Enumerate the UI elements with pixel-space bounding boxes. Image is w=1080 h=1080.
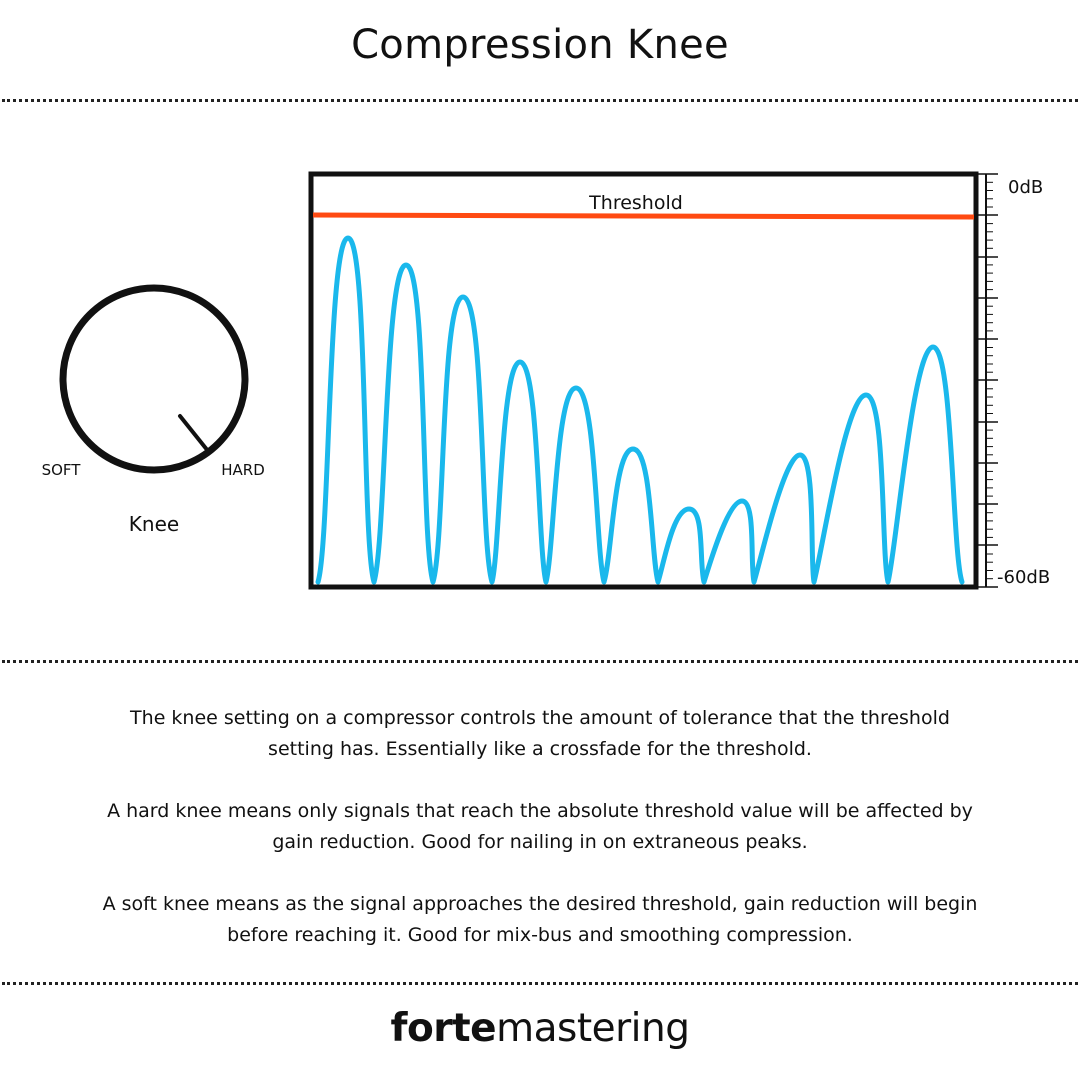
knob-label: Knee	[128, 512, 180, 536]
middle-divider	[2, 660, 1078, 663]
meter-frame	[308, 171, 979, 590]
db-scale-major-ticks	[976, 173, 998, 588]
description: The knee setting on a compressor control…	[100, 703, 980, 982]
signal-waveform	[315, 235, 965, 585]
page-title: Compression Knee	[351, 22, 729, 68]
knee-knob[interactable]	[59, 284, 249, 474]
description-paragraph: A hard knee means only signals that reac…	[107, 800, 973, 853]
db-bottom-label: -60dB	[997, 567, 1050, 588]
knob-soft-label: SOFT	[42, 461, 82, 479]
bottom-divider	[2, 982, 1078, 985]
brand-name-bold: forte	[390, 1006, 497, 1051]
brand-logo: fortemastering	[0, 1006, 1080, 1051]
knob-ring	[59, 284, 249, 474]
brand-name-light: mastering	[496, 1006, 690, 1051]
knob-pointer	[178, 414, 210, 453]
knob-hard-label: HARD	[221, 461, 265, 479]
top-divider	[2, 99, 1078, 102]
threshold-label: Threshold	[588, 192, 683, 214]
knob-min-tick	[127, 464, 143, 472]
db-scale-minor-ticks	[986, 181, 993, 580]
description-paragraph: The knee setting on a compressor control…	[130, 707, 950, 760]
db-top-label: 0dB	[1008, 177, 1043, 198]
description-paragraph: A soft knee means as the signal approach…	[102, 893, 978, 946]
threshold-line[interactable]	[312, 212, 975, 220]
compression-diagram: SOFT HARD Threshold 0dB -60dB	[42, 171, 1050, 590]
